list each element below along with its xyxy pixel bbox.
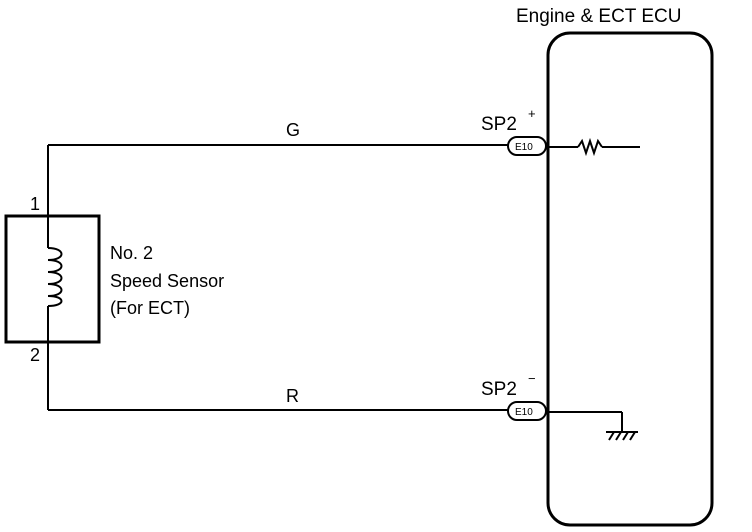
resistor-icon [546, 137, 640, 157]
sensor-name-line1: No. 2 [110, 243, 153, 263]
connector-e10-minus-label: E10 [515, 407, 533, 418]
wire-red-label: R [286, 386, 299, 406]
coil-icon [47, 216, 63, 342]
ground-icon [546, 411, 638, 441]
wire-green [47, 144, 508, 216]
sp2-minus-label: SP2 [481, 379, 517, 400]
wire-green-label: G [286, 120, 300, 140]
wire-red [47, 342, 508, 411]
sensor-name-line3: (For ECT) [110, 298, 190, 318]
ecu-box [546, 31, 714, 527]
sensor-box [4, 214, 101, 344]
sp2-plus-label: SP2 [481, 114, 517, 135]
sp2-minus-sign: − [528, 371, 536, 386]
ecu-title: Engine & ECT ECU [516, 6, 681, 27]
connector-e10-plus-label: E10 [515, 142, 533, 153]
sensor-name-line2: Speed Sensor [110, 271, 224, 291]
terminal-1-label: 1 [30, 194, 40, 214]
terminal-2-label: 2 [30, 345, 40, 365]
sp2-plus-sign: + [528, 106, 536, 121]
